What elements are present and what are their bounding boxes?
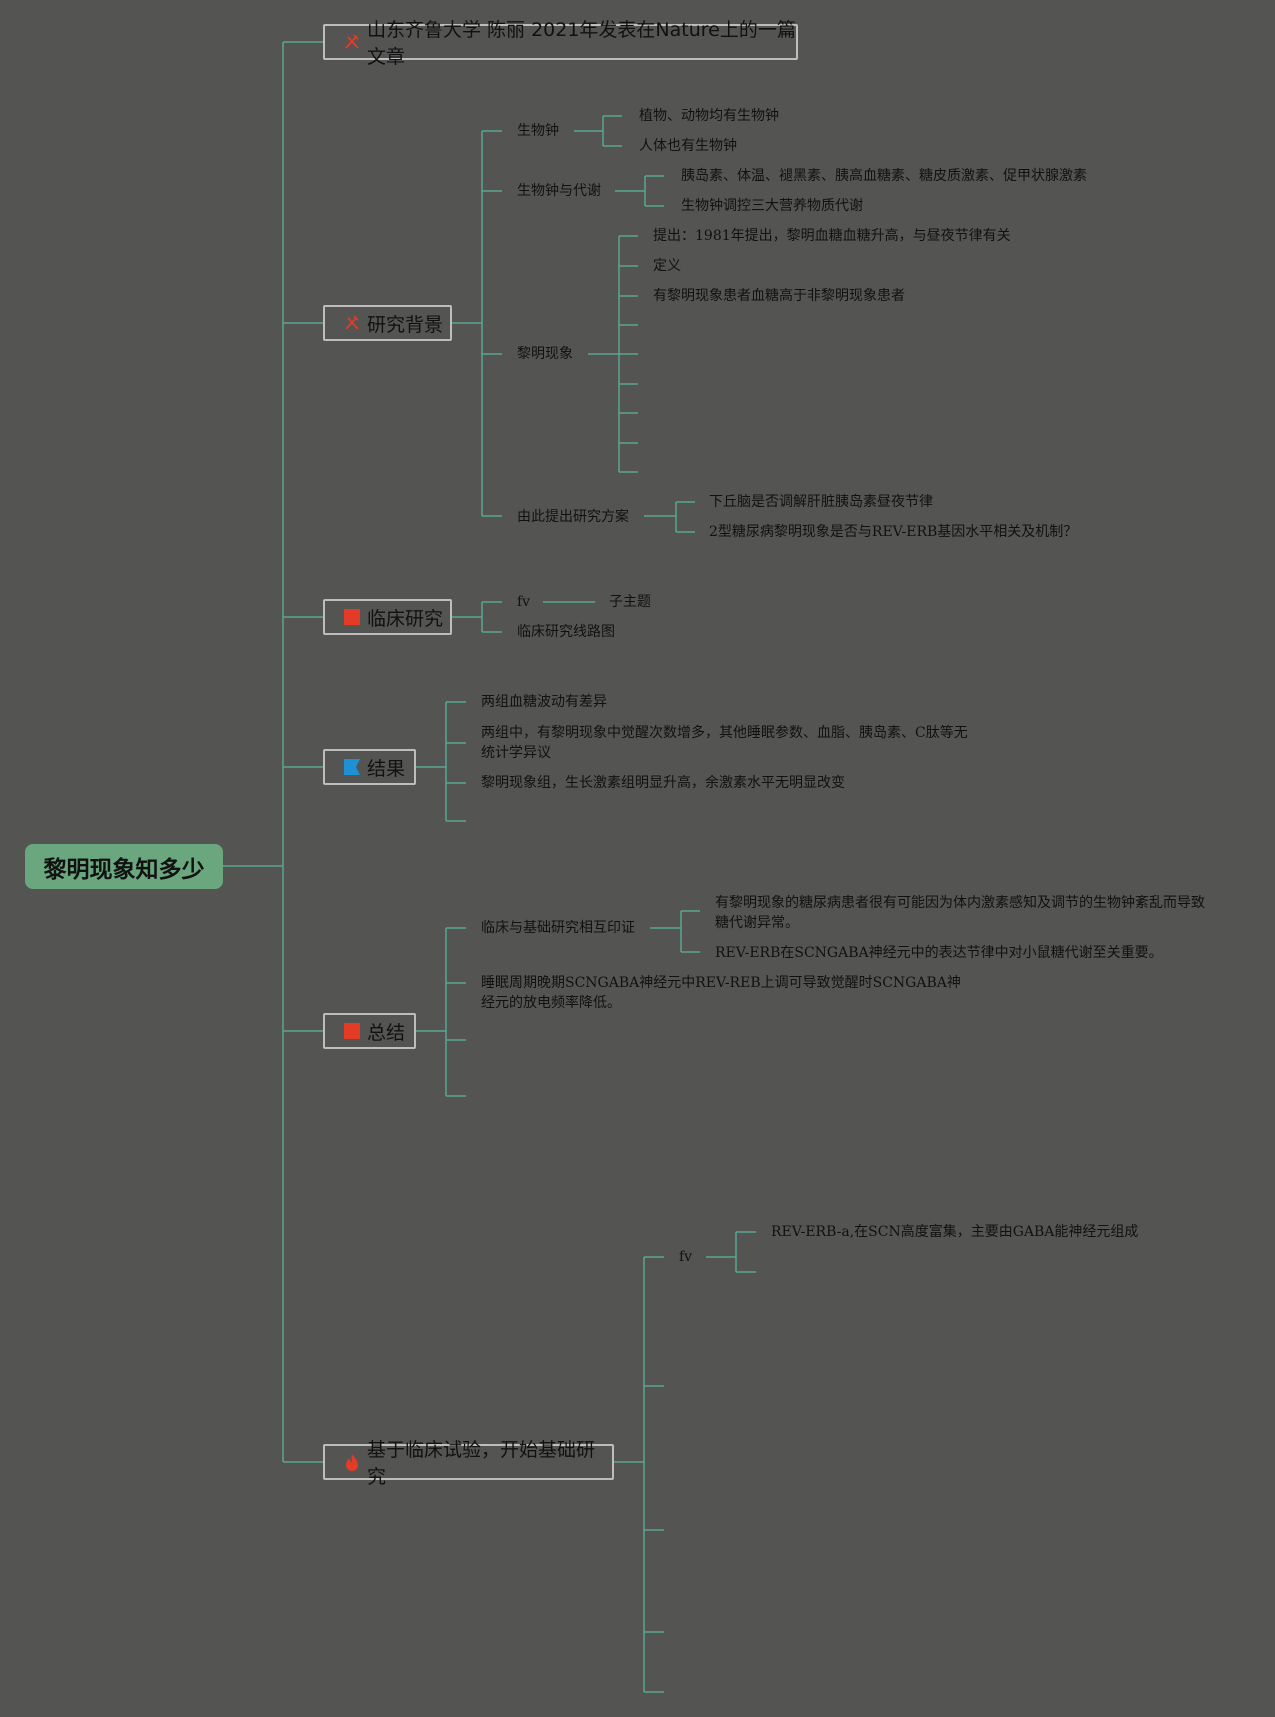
topic-label: 研究背景 [367,313,444,336]
node-dawn-phenomenon[interactable]: 黎明现象 [517,346,573,362]
node-result-2[interactable]: 两组中，有黎明现象中觉醒次数增多，其他睡眠参数、血脂、胰岛素、C肽等无统计学异议 [481,725,968,761]
topic-label: 结果 [367,757,406,780]
node-clinical-subtopic[interactable]: 子主题 [609,594,651,610]
node-cm-regulates[interactable]: 生物钟调控三大营养物质代谢 [681,198,863,214]
node-basic-fv[interactable]: fv [679,1249,693,1265]
root-topic[interactable]: 黎明现象知多少 [25,844,223,889]
topic-label: 山东齐鲁大学 陈丽 2021年发表在Nature上的一篇文章 [367,19,796,68]
node-summary-1a[interactable]: 有黎明现象的糖尿病患者很有可能因为体内激素感知及调节的生物钟紊乱而导致糖代谢异常… [715,895,1205,931]
node-bc-humans[interactable]: 人体也有生物钟 [639,138,737,154]
tools-icon [343,33,361,51]
topic-results[interactable]: 结果 [323,749,416,785]
red-flag-icon [343,1022,361,1040]
tools-icon [343,314,361,332]
topic-article-source[interactable]: 山东齐鲁大学 陈丽 2021年发表在Nature上的一篇文章 [323,19,798,68]
topic-basic-research[interactable]: 基于临床试验，开始基础研究 [323,1439,614,1488]
node-cm-hormones[interactable]: 胰岛素、体温、褪黑素、胰高血糖素、糖皮质激素、促甲状腺激素 [681,168,1087,184]
node-summary-1b[interactable]: REV-ERB在SCNGABA神经元中的表达节律中对小鼠糖代谢至关重要。 [715,945,1163,961]
node-plan-1[interactable]: 下丘脑是否调解肝脏胰岛素昼夜节律 [709,494,933,510]
topic-summary[interactable]: 总结 [323,1013,416,1049]
red-flag-icon [343,608,361,626]
node-clinical-roadmap[interactable]: 临床研究线路图 [517,624,615,640]
node-plan-2[interactable]: 2型糖尿病黎明现象是否与REV-ERB基因水平相关及机制？ [709,524,1078,540]
node-dawn-patients[interactable]: 有黎明现象患者血糖高于非黎明现象患者 [653,288,905,304]
node-clinical-fv[interactable]: fv [517,594,531,610]
node-clock-metabolism[interactable]: 生物钟与代谢 [517,183,601,199]
topic-label: 总结 [367,1021,406,1044]
topic-research-background[interactable]: 研究背景 [323,305,452,341]
blue-flag-icon [343,758,361,776]
node-summary-2[interactable]: 睡眠周期晚期SCNGABA神经元中REV-REB上调可导致觉醒时SCNGABA神… [481,975,961,1011]
node-biological-clock[interactable]: 生物钟 [517,123,559,139]
node-research-plan[interactable]: 由此提出研究方案 [517,509,629,525]
node-bc-plants-animals[interactable]: 植物、动物均有生物钟 [639,108,779,124]
node-basic-fv-a[interactable]: REV-ERB-a,在SCN高度富集，主要由GABA能神经元组成 [771,1224,1139,1240]
topic-label: 基于临床试验，开始基础研究 [367,1439,596,1488]
fire-icon [343,1453,361,1471]
topic-clinical-research[interactable]: 临床研究 [323,599,452,635]
node-result-1[interactable]: 两组血糖波动有差异 [481,694,607,710]
node-dawn-definition[interactable]: 定义 [653,258,681,274]
node-dawn-proposed[interactable]: 提出：1981年提出，黎明血糖血糖升高，与昼夜节律有关 [653,228,1011,244]
node-result-3[interactable]: 黎明现象组，生长激素组明显升高，余激素水平无明显改变 [481,775,845,791]
node-summary-1[interactable]: 临床与基础研究相互印证 [481,920,635,936]
topic-label: 临床研究 [367,607,444,630]
